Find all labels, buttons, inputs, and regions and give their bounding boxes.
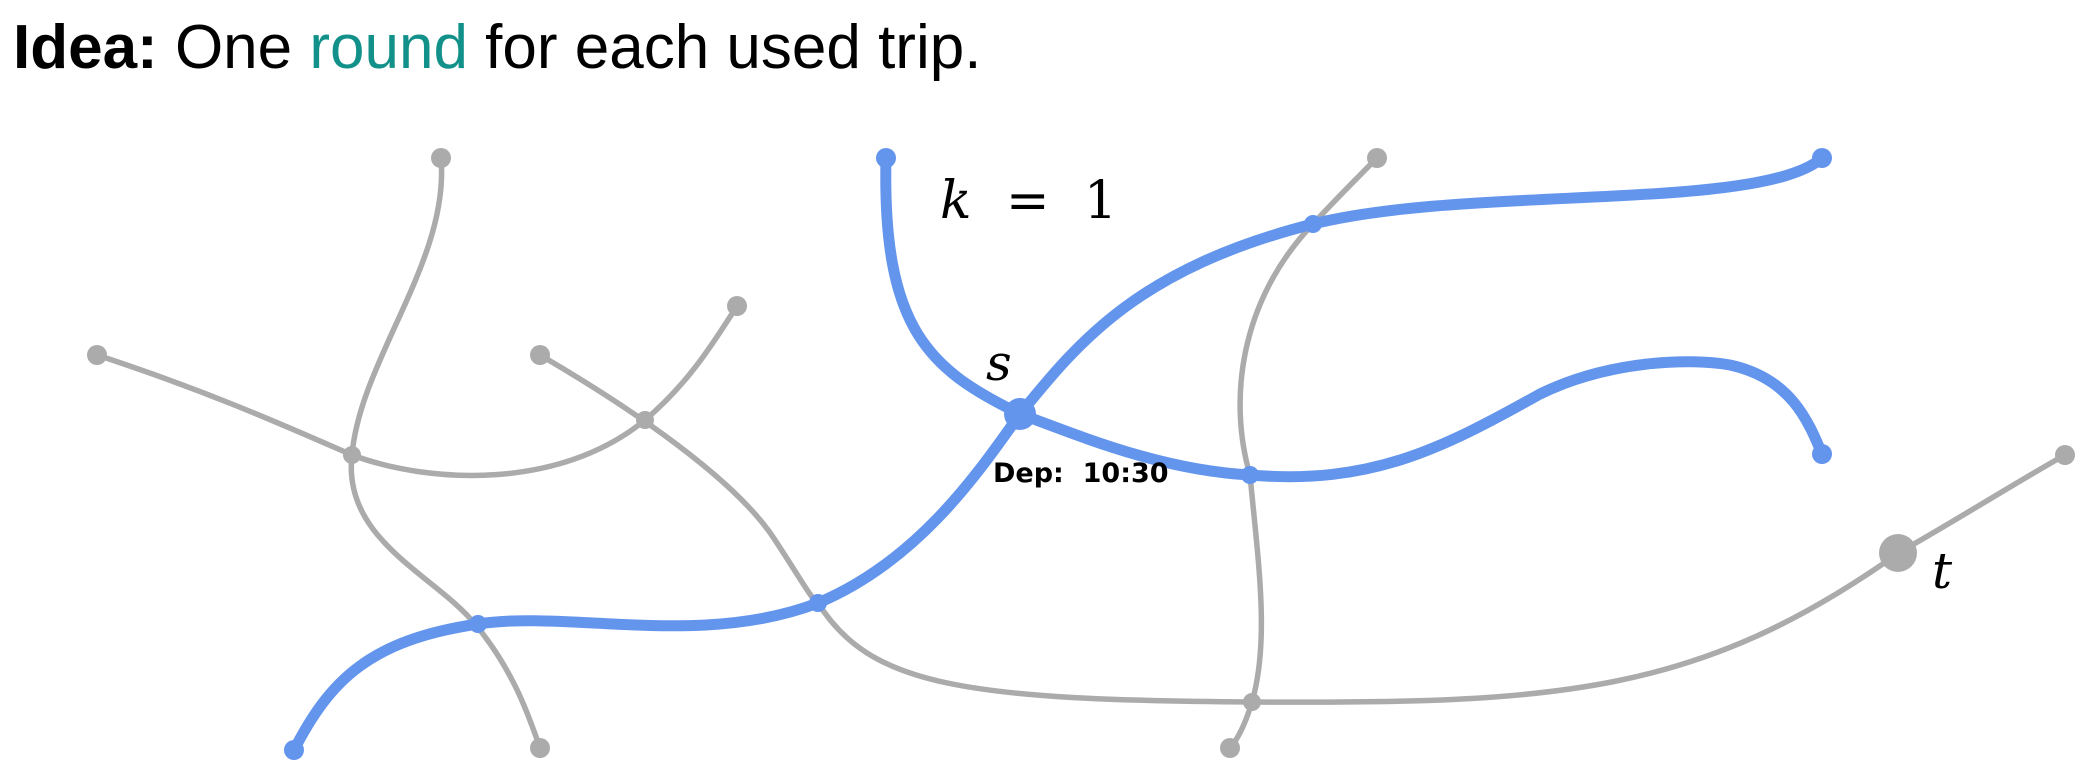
source-stop — [1004, 398, 1036, 430]
gray-junction-bottom-right — [1243, 693, 1261, 711]
blue-stop-junction-right — [1241, 466, 1259, 484]
blue-routes — [288, 152, 1828, 756]
headline-text-before: One — [157, 13, 310, 82]
target-label: t — [1932, 542, 1953, 600]
round-variable: k — [940, 171, 972, 231]
blue-stop-junction-left — [469, 615, 487, 633]
gray-stop-terminal-bottom-right — [1220, 738, 1240, 758]
gray-stop-terminal-far-right — [2055, 445, 2075, 465]
round-equals: = — [1006, 171, 1050, 231]
blue-stop-terminal-southwest — [284, 740, 304, 760]
gray-routes — [94, 155, 2068, 751]
gray-route-northwest — [94, 303, 740, 479]
blue-stop-terminal-northeast — [1812, 148, 1832, 168]
gray-stop-terminal-top-right — [1367, 148, 1387, 168]
blue-stop-terminal-north — [876, 148, 896, 168]
headline-bold-prefix: Idea: — [13, 13, 158, 82]
gray-nodes — [87, 148, 2075, 758]
round-value: 1 — [1084, 171, 1117, 231]
blue-stop-junction-center — [809, 594, 827, 612]
gray-junction-mid-left — [636, 411, 654, 429]
target-stop — [1879, 534, 1917, 572]
blue-nodes — [284, 148, 1832, 760]
gray-stop-terminal-mid-left — [530, 345, 550, 365]
source-label: s — [986, 334, 1012, 392]
blue-route-southwest-to-northeast — [288, 152, 1828, 756]
gray-stop-terminal-top-mid — [727, 296, 747, 316]
gray-stop-terminal-top-left — [431, 148, 451, 168]
gray-route-diagonal-center — [537, 352, 2068, 705]
blue-route-north-to-target — [880, 152, 1828, 483]
gray-route-vertical-left — [348, 155, 543, 751]
headline-highlight-word: round — [309, 13, 468, 82]
slide-headline: Idea: One round for each used trip. — [13, 10, 981, 86]
departure-label: Dep: 10:30 — [993, 458, 1169, 489]
gray-stop-terminal-bottom-left — [530, 738, 550, 758]
round-label: k = 1 — [940, 171, 1117, 231]
headline-text-after: for each used trip. — [467, 13, 982, 82]
blue-stop-terminal-east — [1812, 444, 1832, 464]
blue-stop-junction-top-right — [1304, 215, 1322, 233]
gray-stop-terminal-nw — [87, 345, 107, 365]
gray-junction-left — [343, 446, 361, 464]
